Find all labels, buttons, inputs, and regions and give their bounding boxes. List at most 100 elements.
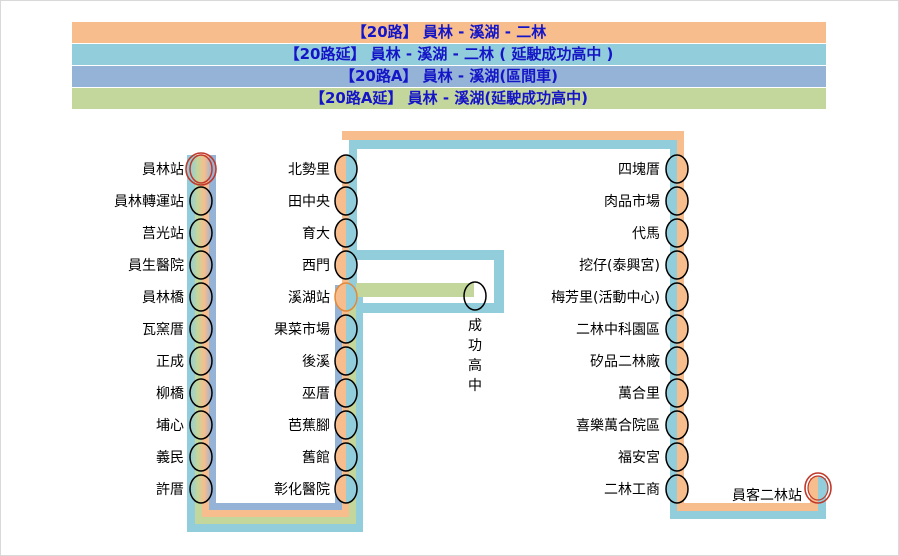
stop-column1-6[interactable]: 正成: [156, 346, 213, 376]
stop-marker: [189, 346, 213, 376]
stop-column3-1[interactable]: 肉品市場: [604, 186, 689, 216]
stop-column1-5[interactable]: 瓦窯厝: [142, 314, 213, 344]
stop-marker: [665, 474, 689, 504]
stop-column2-6[interactable]: 後溪: [302, 346, 358, 376]
stop-marker: [189, 282, 213, 312]
stop-column3-6[interactable]: 矽品二林廠: [590, 346, 689, 376]
stop-label: 埔心: [156, 418, 184, 434]
stop-marker: [189, 410, 213, 440]
stop-marker: [665, 442, 689, 472]
terminal-inner-ring: [807, 475, 829, 501]
stop-column2-8[interactable]: 芭蕉腳: [288, 410, 358, 440]
stop-label: 柳橋: [156, 385, 184, 402]
stop-column3-4[interactable]: 梅芳里(活動中心): [551, 282, 689, 312]
stop-column3-7[interactable]: 萬合里: [618, 378, 689, 408]
stop-marker: [334, 154, 358, 184]
stop-column2-1[interactable]: 田中央: [288, 186, 358, 216]
line-top-route20: [342, 131, 684, 140]
route-legend-bar-4: 【20路A延】 員林 - 溪湖(延駛成功高中): [72, 88, 826, 109]
stop-column2-7[interactable]: 巫厝: [302, 378, 358, 408]
stop-column2-4[interactable]: 溪湖站: [288, 282, 358, 312]
stop-column2-10[interactable]: 彰化醫院: [274, 474, 358, 504]
stop-marker: [665, 314, 689, 344]
stop-outer-ring: [185, 152, 217, 186]
line-branch-route20A-ext: [356, 283, 474, 297]
stop-column3-5[interactable]: 二林中科園區: [576, 314, 689, 344]
line-end-route20: [677, 503, 818, 511]
stop-column1-1[interactable]: 員林轉運站: [114, 186, 213, 216]
line-col2-lower-route20-ext: [356, 295, 363, 532]
stop-column1-8[interactable]: 埔心: [156, 410, 213, 440]
stop-marker: [334, 442, 358, 472]
stop-column1-10[interactable]: 許厝: [156, 474, 213, 504]
stop-label: 二林中科園區: [576, 322, 660, 338]
stop-label: 西門: [302, 258, 330, 274]
stop-column3-10[interactable]: 二林工商: [604, 474, 689, 504]
stop-label: 萬合里: [618, 386, 660, 402]
stop-label-branch-terminal: 成功高中: [468, 318, 482, 394]
line-col1-route20A: [209, 155, 216, 510]
stop-column3-9[interactable]: 福安宮: [618, 442, 689, 472]
line-bottom-route20A: [209, 503, 342, 510]
line-col2-upper-route20-ext: [349, 140, 357, 295]
stop-column1-4[interactable]: 員林橋: [142, 282, 213, 312]
stop-label: 北勢里: [288, 162, 330, 178]
stop-label: 員生醫院: [128, 258, 184, 274]
stop-marker: [334, 250, 358, 280]
stop-label: 四塊厝: [618, 162, 660, 178]
stop-column3-3[interactable]: 挖仔(泰興宮): [579, 250, 689, 280]
stop-label: 溪湖站: [288, 290, 330, 306]
route-legend-bar-3: 【20路A】 員林 - 溪湖(區間車): [72, 66, 826, 87]
line-bottom-route20-ext: [187, 524, 363, 532]
stop-marker: [334, 410, 358, 440]
stop-column3-2[interactable]: 代馬: [632, 218, 689, 248]
stop-label: 莒光站: [142, 226, 184, 242]
stop-column1-3[interactable]: 員生醫院: [128, 250, 213, 280]
stop-column2-5[interactable]: 果菜市場: [274, 314, 358, 344]
stop-column1-7[interactable]: 柳橋: [156, 378, 213, 408]
stop-label: 梅芳里(活動中心): [551, 289, 660, 306]
stop-column3-8[interactable]: 喜樂萬合院區: [576, 410, 689, 440]
stop-branch-terminal[interactable]: 成功高中: [463, 281, 487, 394]
route-legend-bar-1: 【20路】 員林 - 溪湖 - 二林: [72, 22, 826, 43]
stop-column2-2[interactable]: 育大: [302, 218, 358, 248]
stop-column1-9[interactable]: 義民: [156, 442, 213, 472]
line-branch-right: [494, 250, 504, 313]
stop-label: 福安宮: [618, 450, 660, 466]
stop-label: 員林站: [142, 162, 184, 178]
stop-marker: [334, 314, 358, 344]
stop-marker: [334, 378, 358, 408]
stop-label: 瓦窯厝: [142, 321, 184, 338]
stop-label: 肉品市場: [604, 193, 660, 210]
stop-marker: [189, 154, 213, 184]
line-branch-bottom: [356, 303, 504, 313]
stop-label: 後溪: [302, 354, 330, 370]
stop-column1-2[interactable]: 莒光站: [142, 218, 213, 248]
stop-marker: [665, 218, 689, 248]
line-end-route20-ext: [670, 511, 826, 519]
stop-end-terminal[interactable]: 員客二林站: [732, 472, 832, 504]
stop-column1-0[interactable]: 員林站: [142, 152, 217, 186]
stop-marker: [665, 154, 689, 184]
route-legend-bar-2: 【20路延】 員林 - 溪湖 - 二林 ( 延駛成功高中 ): [72, 44, 826, 65]
stop-marker: [334, 186, 358, 216]
stop-marker: [665, 250, 689, 280]
stop-column3-0[interactable]: 四塊厝: [618, 154, 689, 184]
line-top-route20-ext: [349, 140, 677, 149]
stop-marker: [334, 282, 358, 312]
stop-marker: [334, 218, 358, 248]
line-col1-route20-ext: [187, 155, 195, 532]
stop-label: 正成: [156, 354, 184, 370]
stop-marker: [334, 474, 358, 504]
stop-marker: [189, 314, 213, 344]
stop-marker: [665, 186, 689, 216]
stop-column2-3[interactable]: 西門: [302, 250, 358, 280]
line-branch-top: [349, 250, 504, 260]
stop-marker: [665, 410, 689, 440]
stop-column2-0[interactable]: 北勢里: [288, 154, 358, 184]
stop-label: 彰化醫院: [274, 481, 330, 498]
stop-column2-9[interactable]: 舊館: [302, 442, 358, 472]
line-bottom-route20: [202, 510, 349, 517]
stop-label: 田中央: [288, 194, 330, 210]
